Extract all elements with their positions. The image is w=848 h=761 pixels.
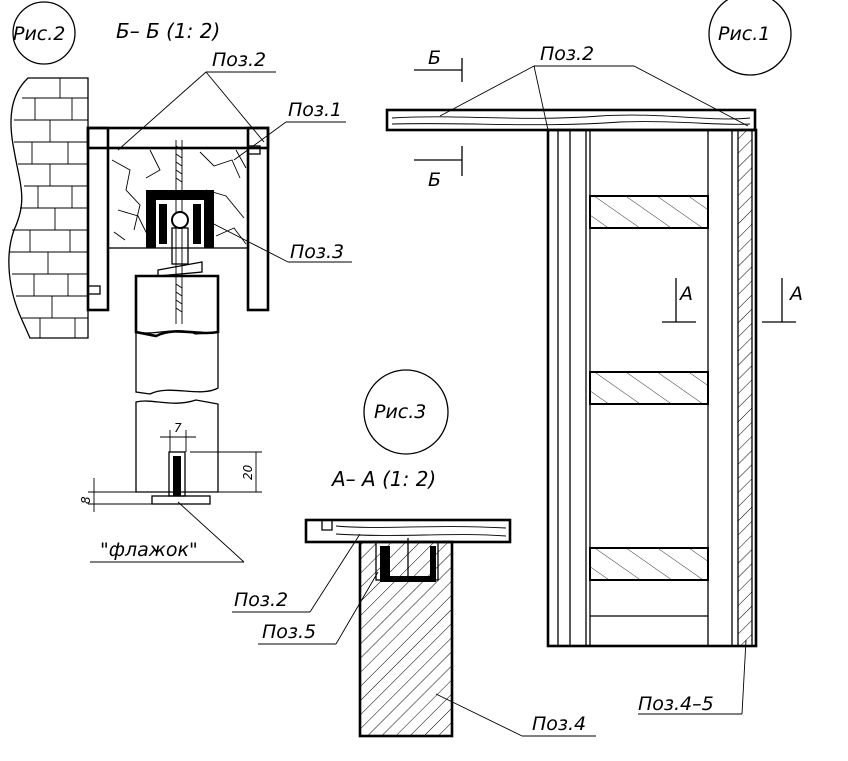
- dimension-lines: [88, 430, 262, 512]
- figure-1-label: Рис.1: [718, 23, 770, 45]
- figure-1-circle: [708, 0, 792, 76]
- dimension-20: 20: [241, 464, 255, 480]
- section-b-top: Б: [428, 47, 441, 69]
- figure-3-label: Рис.3: [374, 401, 426, 423]
- callout-poz2-fig1: Поз.2: [540, 43, 594, 65]
- figure-1-front-view: Рис.1 Б Б: [385, 0, 803, 715]
- figure-3-circle: [363, 369, 449, 455]
- callout-poz5: Поз.5: [262, 621, 316, 643]
- section-a-right: А: [788, 283, 803, 305]
- callout-poz2-fig3: Поз.2: [234, 589, 288, 611]
- door-leaf-section: [134, 274, 220, 505]
- dimension-8: 8: [79, 496, 93, 504]
- callout-poz4-5: Поз.4–5: [638, 693, 714, 715]
- leader-lines-fig3: [232, 533, 596, 737]
- callout-poz1: Поз.1: [288, 99, 342, 121]
- callout-poz2-fig2: Поз.2: [212, 49, 266, 71]
- section-mark-b: [414, 58, 463, 176]
- section-bb-title: Б– Б (1: 2): [116, 19, 220, 43]
- callout-poz4: Поз.4: [532, 713, 586, 735]
- figure-2-circle: [12, 1, 76, 65]
- cornice-box: [86, 126, 270, 324]
- section-aa-title: А– А (1: 2): [330, 467, 436, 491]
- dimension-7: 7: [174, 421, 182, 435]
- leader-lines-fig2: [90, 71, 352, 563]
- callout-flag: "флажок": [100, 539, 198, 561]
- callout-poz3: Поз.3: [290, 241, 344, 263]
- figure-3-section-aa: Рис.3 А– А (1: 2) Поз.2 Поз.5 Поз.4: [232, 369, 596, 738]
- section-b-bottom: Б: [428, 169, 441, 191]
- brick-wall: [8, 77, 89, 339]
- section-mark-a: [662, 278, 796, 323]
- figure-2-label: Рис.2: [13, 23, 65, 45]
- section-a-left: А: [678, 283, 693, 305]
- figure-2-section-bb: Рис.2 Б– Б (1: 2): [8, 1, 352, 563]
- leader-lines-fig1: [439, 65, 749, 715]
